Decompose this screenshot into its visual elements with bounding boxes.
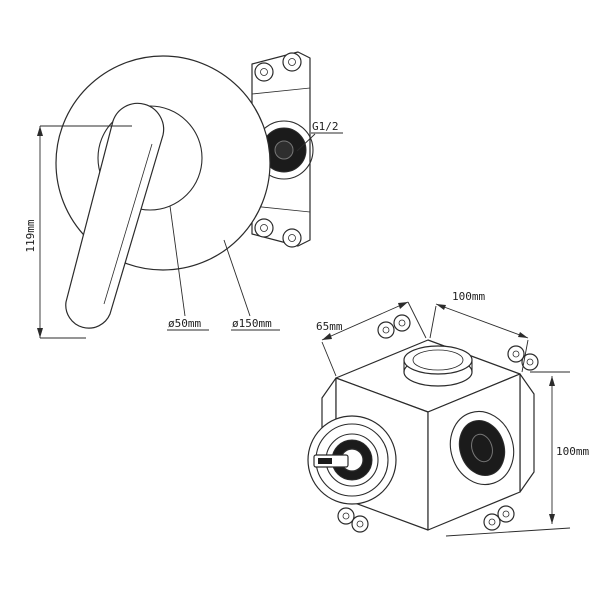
cartridge-front bbox=[307, 415, 397, 505]
dim-label-dia150: ø150mm bbox=[232, 317, 272, 330]
thread-callout: G1/2 bbox=[296, 120, 343, 152]
handle-dia-callout: ø50mm bbox=[167, 205, 209, 331]
dim-label-depth-65mm: 65mm bbox=[316, 320, 343, 333]
dim-label-dia50: ø50mm bbox=[168, 317, 201, 330]
iso-lug-top bbox=[377, 314, 411, 339]
thread-label-g12: G1/2 bbox=[312, 120, 339, 133]
front-view: 119mm G1/2 ø50mm ø150mm bbox=[24, 51, 343, 339]
mounting-lug-bottom bbox=[254, 218, 302, 248]
dim-label-119mm: 119mm bbox=[24, 219, 37, 252]
iso-lug-bottom-left bbox=[337, 507, 369, 533]
top-port-collar bbox=[403, 345, 473, 387]
dim-depth-iso: 65mm bbox=[316, 301, 427, 377]
iso-view: 100mm 65mm 100mm bbox=[307, 290, 589, 537]
iso-lug-bottom-right bbox=[483, 505, 515, 531]
dim-height-iso: 100mm bbox=[445, 371, 589, 537]
mounting-lug-top bbox=[254, 52, 302, 82]
spline-shaft bbox=[313, 454, 349, 468]
inlet-port bbox=[254, 120, 314, 180]
iso-lug-right bbox=[507, 345, 539, 371]
side-port bbox=[449, 410, 515, 486]
dim-height-front: 119mm bbox=[24, 125, 132, 339]
lever-handle bbox=[65, 102, 165, 329]
dim-label-height-100mm: 100mm bbox=[556, 445, 589, 458]
plate-dia-callout: ø150mm bbox=[223, 239, 280, 331]
dim-width-iso: 100mm bbox=[429, 290, 529, 373]
valve-body-rear bbox=[251, 51, 314, 248]
dim-label-width-100mm: 100mm bbox=[452, 290, 485, 303]
